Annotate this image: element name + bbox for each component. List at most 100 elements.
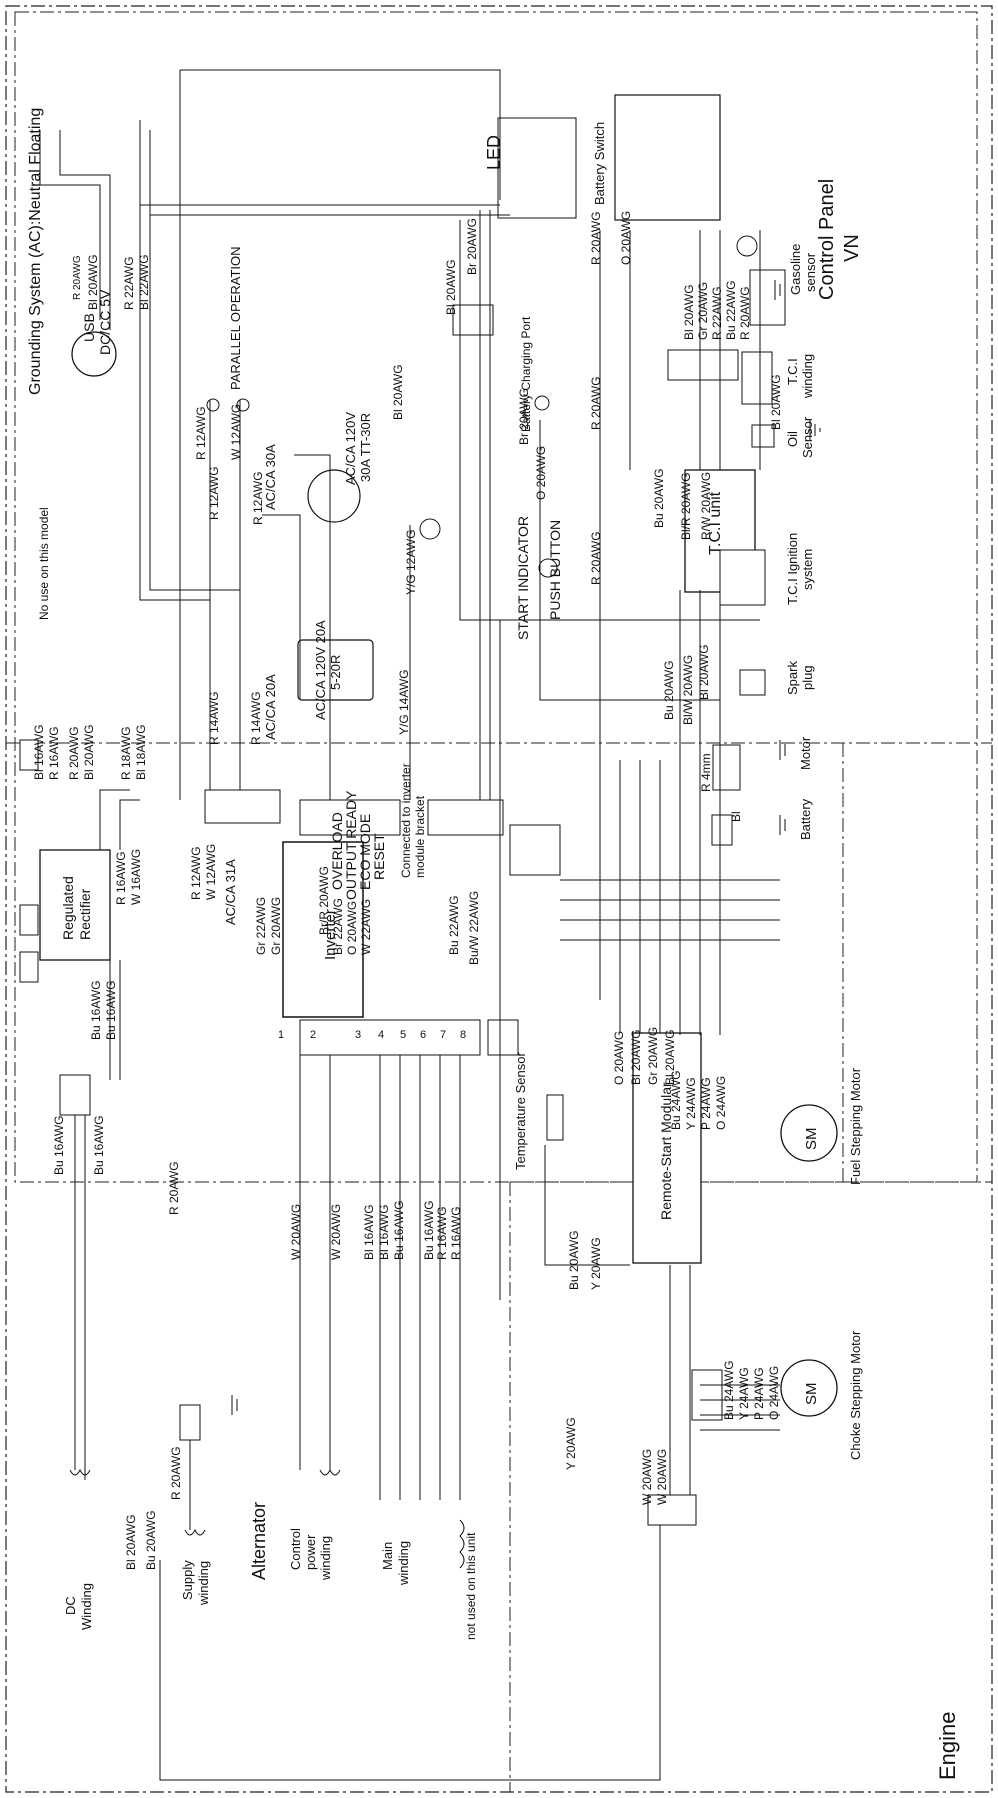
wire-w12-a: W 12AWG	[204, 844, 218, 900]
usb-label: USB	[81, 313, 97, 342]
oil-sensor-box	[751, 424, 775, 448]
conn-rect-3	[19, 951, 39, 983]
supply-coil	[184, 1528, 206, 1536]
inverter-box	[282, 841, 364, 1018]
wire-bl16-a: Bl 16AWG	[32, 724, 46, 780]
wire-r12-d: R 12AWG	[251, 471, 265, 525]
bracket-label-1: Connected to inverter	[399, 763, 413, 878]
conn-dc	[59, 1074, 91, 1116]
pin-3: 3	[355, 1029, 361, 1041]
wire-r14-a: R 14AWG	[207, 691, 221, 745]
alternator-title: Alternator	[249, 1502, 269, 1580]
wire-o20-remote: O 20AWG	[612, 1031, 626, 1085]
rectifier-label-1: Regulated	[60, 876, 76, 940]
main-winding-label-2: winding	[396, 1541, 411, 1586]
wire-w20-remote-b: W 20AWG	[655, 1449, 669, 1505]
wire-r20-dc: R 20AWG	[169, 1446, 183, 1500]
charging-port-icon	[534, 395, 550, 411]
spark-plug-box	[739, 669, 766, 696]
ignition-label-1: T.C.I Ignition	[785, 533, 800, 605]
wire-bu20-temp: Bu 20AWG	[567, 1230, 581, 1290]
wire-r20-switch: R 20AWG	[589, 211, 603, 265]
battery-box	[711, 814, 733, 846]
wire-bu16-main-a: Bu 16AWG	[392, 1200, 406, 1260]
wire-bl20-dc: Bl 20AWG	[124, 1514, 138, 1570]
spark-label-1: Spark	[785, 661, 800, 695]
ground-symbols	[231, 280, 821, 1415]
wire-br22: Br 22AWG	[331, 898, 345, 955]
wire-bl20-a: Bl 20AWG	[82, 724, 96, 780]
tci-winding-label-1: T.C.I	[785, 358, 800, 385]
pin-6: 6	[420, 1029, 426, 1041]
rectifier-label-2: Rectifier	[77, 888, 93, 940]
pin-2: 2	[310, 1029, 316, 1041]
wire-y24-choke: Y 24AWG	[737, 1367, 751, 1420]
no-use-label: No use on this model	[37, 507, 51, 620]
fuel-stepping-motor	[780, 1104, 838, 1162]
wire-bu16-c: Bu 16AWG	[52, 1115, 66, 1175]
wire-bu22: Bu 22AWG	[447, 895, 461, 955]
led-board	[497, 117, 577, 219]
conn-panel-5	[427, 799, 504, 836]
conn-unused	[487, 1019, 519, 1056]
pin-4: 4	[378, 1029, 384, 1041]
gasoline-label-2: sensor	[803, 252, 818, 292]
remote-start-label: Remote-Start Modular	[658, 1082, 674, 1220]
conn-rect-2	[19, 904, 39, 936]
output-ready-label: OUTPUT READY	[343, 790, 359, 900]
parallel-label: PARALLEL OPERATION	[228, 246, 243, 390]
wire-bu20-gas: Bu 20AWG	[662, 660, 676, 720]
wire-bl20-remote: Bl 20AWG	[629, 1029, 643, 1085]
charging-port-label: Battery Charging Port	[519, 316, 533, 432]
spark-label-2: plug	[800, 665, 815, 690]
conn-tci	[667, 349, 739, 381]
oil-warning-lamp	[736, 235, 758, 257]
wire-rw20: R/W 20AWG	[699, 472, 713, 540]
main-winding-coil	[459, 1519, 465, 1569]
oil-label-2: Sensor	[800, 416, 815, 458]
wire-r16-main-a: R 16AWG	[435, 1206, 449, 1260]
pin-1: 1	[278, 1029, 284, 1041]
conn-fuel-motor	[509, 824, 561, 876]
choke-sm-label: SM	[803, 1383, 820, 1406]
wire-r18: R 18AWG	[119, 726, 133, 780]
wire-yg12: Y/G 12AWG	[404, 529, 418, 595]
ground-terminal-30a	[419, 518, 441, 540]
wire-r12-a: R 12AWG	[189, 846, 203, 900]
outlet-20a	[297, 639, 374, 701]
wire-o20: O 20AWG	[345, 901, 359, 955]
wire-w12-b: W 12AWG	[229, 404, 243, 460]
fuel-sm-label: SM	[803, 1128, 820, 1151]
overload-label: OVERLOAD	[329, 812, 345, 890]
wire-p24-fuel: P 24AWG	[699, 1077, 713, 1130]
main-winding-label-1: Main	[380, 1542, 395, 1570]
wire-bl20-tci: Bl 20AWG	[682, 284, 696, 340]
control-winding-label-2: power	[303, 1534, 318, 1570]
conn-panel-6	[299, 799, 401, 836]
control-panel-frame	[14, 11, 978, 1183]
usb-voltage-label: DC/CC 5V	[97, 289, 113, 355]
wire-y24-fuel: Y 24AWG	[684, 1077, 698, 1130]
grounding-label: Grounding System (AC):Neutral Floating	[27, 108, 44, 395]
conn-ac-4	[204, 789, 281, 824]
conn-choke-motor	[691, 1369, 723, 1421]
ignition-label-2: system	[800, 549, 815, 590]
wire-r16-a: R 16AWG	[47, 726, 61, 780]
bl-short-label: Bl	[729, 811, 743, 822]
not-used-label: not used on this unit	[464, 1532, 478, 1640]
wire-w16: W 16AWG	[129, 849, 143, 905]
wire-r12-c: R 12AWG	[207, 466, 221, 520]
eco-mode-label: ECO MODE	[357, 814, 373, 890]
choke-motor-label: Choke Stepping Motor	[848, 1330, 863, 1460]
start-indicator-label: START INDICATOR	[515, 516, 531, 640]
parallel-terminal-r	[206, 398, 220, 412]
wire-r20-usb: R 20AWG	[72, 255, 83, 300]
rectifier-box	[39, 849, 111, 961]
led-label: LED	[484, 135, 504, 170]
bracket-label-2: module bracket	[413, 795, 427, 878]
wire-bu16-a: Bu 16AWG	[89, 980, 103, 1040]
wire-w20-ctrl-a: W 20AWG	[289, 1204, 303, 1260]
pin-8: 8	[460, 1029, 466, 1041]
wire-r20-a: R 20AWG	[67, 726, 81, 780]
dc-winding-coil	[69, 1468, 91, 1476]
